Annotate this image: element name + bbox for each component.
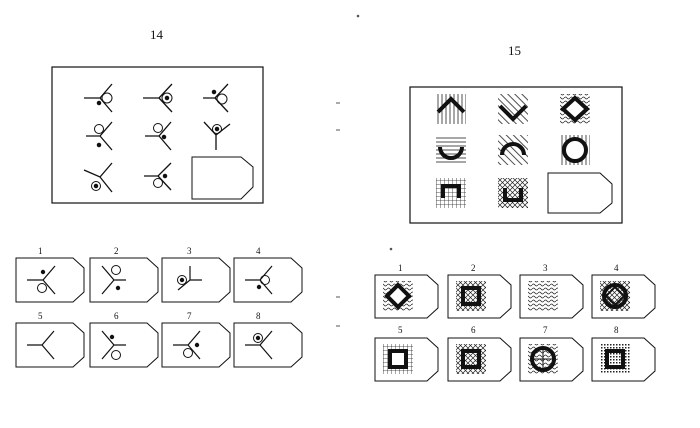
p15-option-label-8: 8 [614, 325, 619, 335]
p15-option-label-6: 6 [471, 325, 476, 335]
p15-option-label-1: 1 [398, 263, 403, 273]
puzzle-15-matrix [409, 86, 623, 224]
p14-answer-slot [191, 156, 254, 200]
p14-option-2 [89, 257, 159, 303]
p14-cell-r3c2 [144, 162, 172, 191]
p14-option-5 [15, 322, 85, 368]
p15-option-2 [447, 274, 512, 319]
p15-cell-r3c1 [436, 178, 466, 208]
puzzle-15-number: 15 [508, 43, 521, 58]
p14-option-label-4: 4 [256, 246, 261, 256]
p15-cell-r1c1 [436, 94, 466, 124]
puzzle-14-options [15, 257, 303, 368]
p15-cell-r1c3 [560, 94, 590, 124]
scan-marks [336, 14, 393, 327]
p15-answer-slot [547, 172, 613, 214]
p14-cell-r3c1 [83, 162, 113, 193]
puzzle-15-options [374, 274, 656, 382]
p14-option-label-5: 5 [38, 311, 43, 321]
p15-option-label-2: 2 [471, 263, 476, 273]
puzzle-14-matrix [51, 66, 264, 204]
p14-cell-r1c3 [203, 83, 229, 113]
p14-option-label-3: 3 [187, 246, 192, 256]
p14-option-7 [161, 322, 231, 368]
p15-option-label-3: 3 [543, 263, 548, 273]
p14-option-label-6: 6 [114, 311, 119, 321]
p14-option-label-2: 2 [114, 246, 119, 256]
p14-option-3 [161, 257, 231, 303]
p14-option-4 [233, 257, 303, 303]
p14-cell-r1c2 [143, 83, 173, 113]
p14-option-label-7: 7 [187, 311, 192, 321]
p15-option-label-7: 7 [543, 325, 548, 335]
p15-option-3 [519, 274, 584, 319]
p14-option-6 [89, 322, 159, 368]
p14-cell-r2c2 [145, 121, 172, 151]
p15-option-6 [447, 337, 512, 382]
p15-cell-r1c2 [498, 94, 528, 124]
p15-option-8 [591, 337, 656, 382]
p14-option-label-1: 1 [38, 246, 43, 256]
p15-cell-r2c3 [560, 135, 590, 165]
p14-cell-r2c3 [203, 121, 231, 150]
p15-option-7 [519, 337, 584, 382]
p14-option-8 [233, 322, 303, 368]
p15-option-5 [374, 337, 439, 382]
p15-option-label-4: 4 [614, 263, 619, 273]
puzzle-14-number: 14 [150, 27, 163, 42]
p15-option-label-5: 5 [398, 325, 403, 335]
p14-option-1 [15, 257, 85, 303]
p15-option-4 [591, 274, 656, 319]
p15-option-1 [374, 274, 439, 319]
p15-cell-r2c1 [436, 135, 466, 165]
p14-option-label-8: 8 [256, 311, 261, 321]
p14-cell-r2c1 [86, 121, 113, 151]
p15-cell-r2c2 [498, 135, 528, 165]
p14-cell-r1c1 [84, 83, 113, 113]
p15-cell-r3c2 [498, 178, 528, 208]
